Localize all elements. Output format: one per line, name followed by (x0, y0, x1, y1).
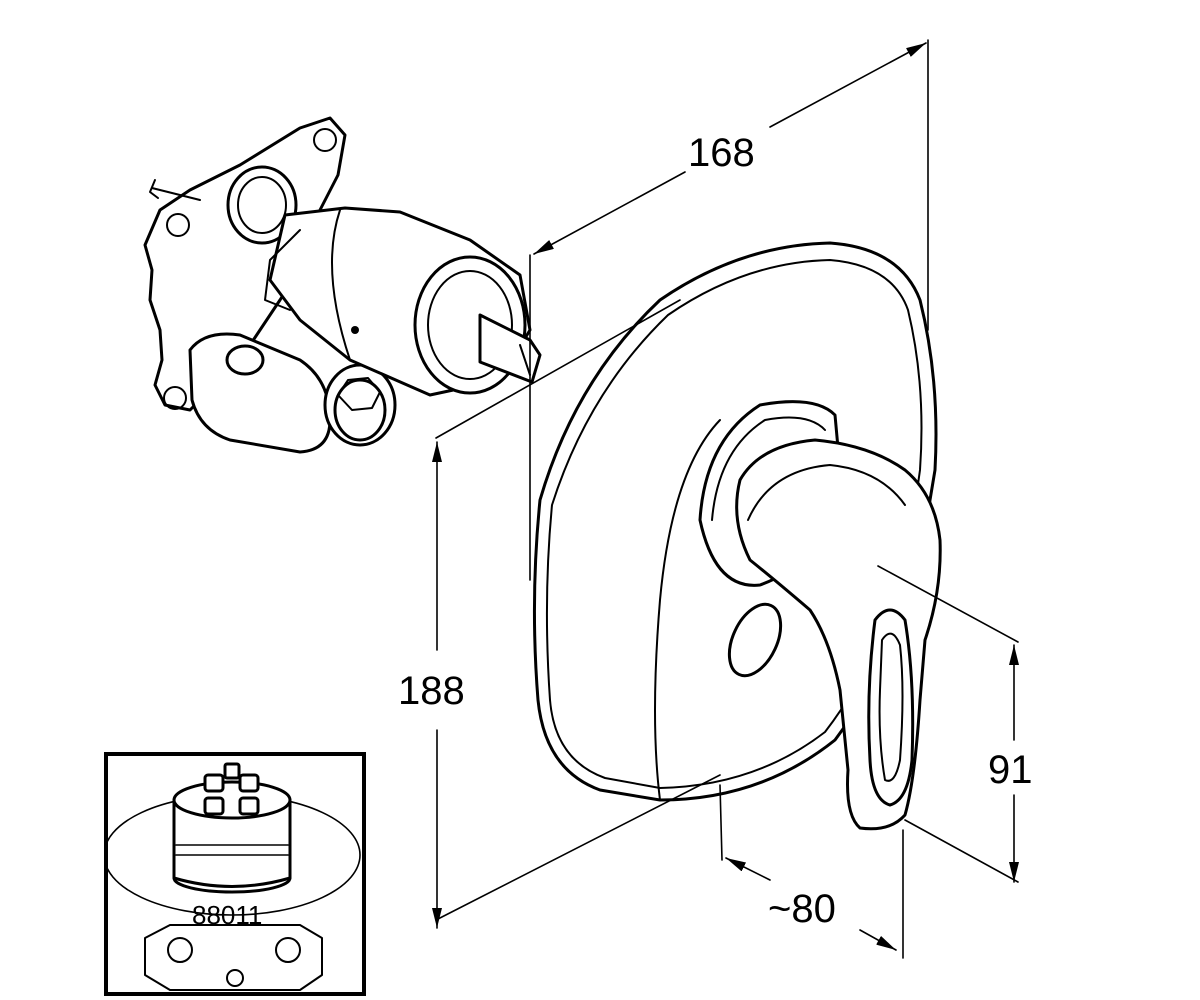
inset-part-number: 88011 (192, 900, 262, 930)
dimension-height-label: 188 (398, 669, 465, 713)
inset-box: 88011 (104, 752, 366, 996)
rough-in-valve-body (143, 116, 542, 454)
dimension-projection-label: ~80 (768, 887, 836, 931)
inset-rough-in-illustration (108, 762, 361, 991)
dimension-width-label: 168 (688, 131, 755, 175)
dimension-lever-height-label: 91 (988, 748, 1033, 792)
dimension-lines (432, 39, 1019, 959)
escutcheon-with-lever (532, 241, 942, 831)
